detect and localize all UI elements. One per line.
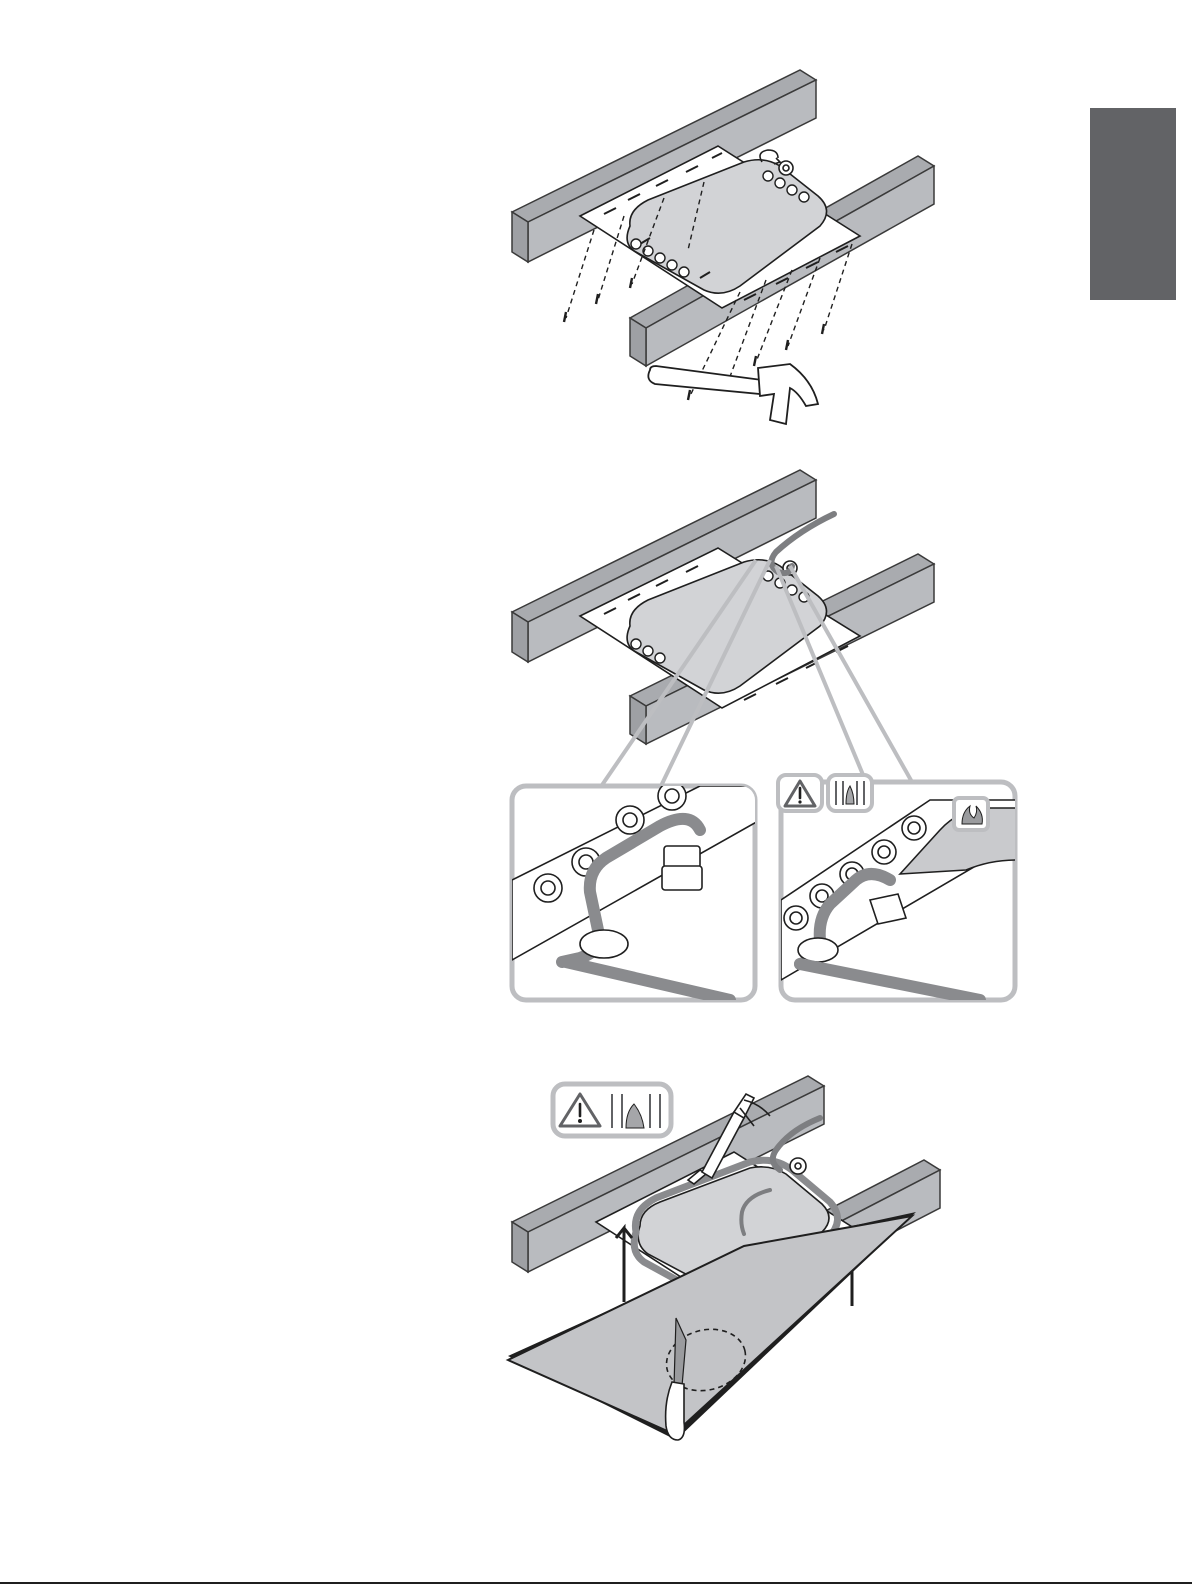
- hammer-icon: [648, 364, 818, 424]
- detail-callout-seal-gland: [778, 775, 1020, 1000]
- cable-gland-icon: [790, 1158, 806, 1174]
- step-2-route-cable: [512, 470, 1020, 1000]
- fire-barrier-icon: [954, 798, 988, 830]
- warning-fire-badge: [553, 1084, 671, 1136]
- detail-callout-cable-loop: [512, 782, 760, 1000]
- footer-rule: [0, 1582, 1192, 1584]
- warning-triangle-icon: [778, 775, 822, 811]
- cable-gland-icon: [779, 161, 793, 175]
- fire-barrier-icon: [828, 775, 872, 811]
- step-1-mount-bracket: [512, 70, 934, 424]
- side-tab: [1090, 108, 1176, 300]
- cable-gland-icon: [662, 846, 702, 890]
- step-3-attach-panel: [508, 1076, 940, 1440]
